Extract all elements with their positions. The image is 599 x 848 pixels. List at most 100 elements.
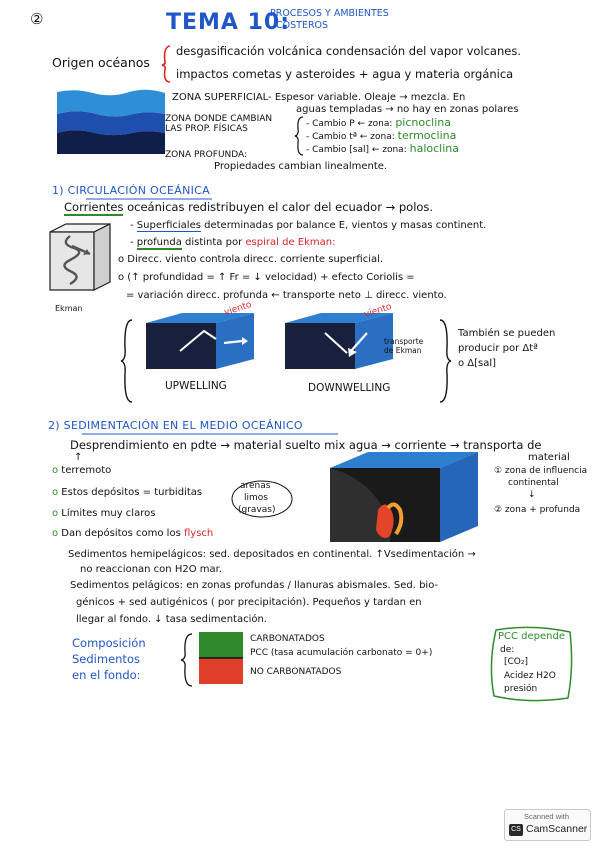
composicion-3: en el fondo: — [72, 668, 141, 682]
flysch-line: o Dan depósitos como los flysch — [52, 528, 213, 539]
profunda-rest: distinta por — [185, 237, 243, 248]
gravas-label: (gravas) — [238, 505, 276, 515]
tambien-2: producir por Δtª — [458, 343, 538, 354]
limites-line: o Límites muy claros — [52, 508, 155, 519]
bullet-dot: o — [52, 487, 62, 498]
turbiditas-text: Estos depósitos = turbiditas — [61, 487, 203, 498]
origin-line2: impactos cometas y asteroides + agua y m… — [176, 67, 514, 81]
page-title: TEMA 10: — [166, 10, 291, 35]
zona-profunda-2-label: ② zona + profunda — [494, 505, 581, 515]
limites-text: Límites muy claros — [61, 508, 156, 519]
ocean-layers-drawing — [57, 89, 165, 154]
corrientes-line: Corrientes oceánicas redistribuyen el ca… — [64, 200, 434, 216]
ekman-spiral-term: espiral de Ekman: — [245, 237, 336, 248]
flysch-prefix: Dan depósitos como los — [61, 528, 181, 539]
cambio-presion-label: - Cambio P ← zona: — [306, 119, 393, 129]
composicion-brace — [180, 633, 193, 687]
terremoto-line: o terremoto — [52, 465, 111, 476]
pcc-line — [199, 657, 243, 659]
zona-profunda-2: Propiedades cambian linealmente. — [214, 161, 388, 172]
turbiditas-circle — [231, 480, 293, 518]
pcc-dependence-outline — [490, 626, 573, 702]
section1-underline — [86, 198, 212, 200]
circulacion-bullet-1: o Direcc. viento controla direcc. corrie… — [118, 254, 384, 265]
origin-label: Origen océanos — [52, 55, 150, 70]
transporte-ekman-1: transporte — [384, 337, 424, 346]
zones-brace — [294, 116, 304, 156]
profunda-line: - profunda distinta por espiral de Ekman… — [130, 237, 336, 250]
composicion-2: Sedimentos — [72, 652, 140, 666]
origin-line1: desgasificación volcánica condensación d… — [176, 44, 521, 58]
camscanner-badge: Scanned with CS CamScanner — [504, 809, 591, 841]
haloclina-term: haloclina — [409, 142, 459, 155]
cambio-presion: - Cambio P ← zona: picnoclina — [306, 116, 451, 129]
title-subtitle-1: PROCESOS Y AMBIENTES — [270, 8, 389, 19]
transporte-ekman-2: de Ekman — [384, 346, 422, 355]
zona-cambian-1: ZONA DONDE CAMBIAN — [165, 114, 273, 124]
bullet-dot: o — [52, 528, 62, 539]
no-carbonatados-label: NO CARBONATADOS — [250, 667, 342, 677]
pcc-depende-1: PCC depende — [498, 631, 566, 642]
title-subtitle-2: COSTEROS — [276, 20, 329, 31]
downwelling-label: DOWNWELLING — [308, 382, 391, 394]
pcc-depende-2: de: — [500, 645, 515, 655]
zona-superficial-2: aguas templadas → no hay en zonas polare… — [296, 104, 519, 115]
corrientes-word: Corrientes — [64, 200, 124, 216]
upwelling-diagram — [146, 313, 254, 369]
pcc-label: PCC (tasa acumulación carbonato = 0+) — [250, 648, 433, 658]
page-number: ② — [30, 10, 44, 28]
cambio-temperatura-label: - Cambio tª ← zona: — [306, 132, 395, 142]
section2-heading: 2) SEDIMENTACIÓN EN EL MEDIO OCEÁNICO — [48, 419, 303, 432]
hemipelagicos-2: no reaccionan con H2O mar. — [80, 564, 222, 575]
desprendimiento-line-b: material — [528, 452, 570, 463]
cambio-temperatura: - Cambio tª ← zona: termoclina — [306, 129, 456, 142]
arenas-label: arenas — [240, 481, 271, 491]
flysch-term: flysch — [183, 528, 214, 539]
zona-influencia-2: continental — [508, 478, 559, 488]
zona-influencia-1: ① zona de influencia — [494, 466, 588, 476]
section1-heading: 1) CIRCULACIÓN OCEÁNICA — [52, 184, 210, 197]
cambio-salinidad: - Cambio [sal] ← zona: haloclina — [306, 142, 459, 155]
limos-label: limos — [244, 493, 268, 503]
turbidite-block-drawing — [330, 452, 478, 542]
circulacion-bullet-2-text: (↑ profundidad = ↑ Fr = ↓ velocidad) + e… — [127, 272, 415, 283]
circulacion-bullet-1-text: Direcc. viento controla direcc. corrient… — [127, 254, 384, 265]
profunda-word: profunda — [136, 237, 182, 250]
bullet-dot: o — [52, 508, 62, 519]
upwelling-label: UPWELLING — [165, 380, 227, 392]
terremoto-text: terremoto — [61, 465, 112, 476]
no-carbonatados-swatch — [199, 658, 243, 684]
composicion-1: Composición — [72, 636, 146, 650]
zona-arrow: ↓ — [528, 490, 536, 500]
carbonatados-swatch — [199, 632, 243, 658]
desprendimiento-line: Desprendimiento en pdte → material suelt… — [70, 438, 542, 452]
pcc-depende-3: [CO₂] — [504, 657, 528, 667]
tambien-1: También se pueden — [458, 328, 556, 339]
bullet-dot: o — [52, 465, 62, 476]
circulacion-bullet-3: = variación direcc. profunda ← transport… — [126, 290, 447, 301]
camscanner-icon: CS — [509, 824, 523, 836]
origin-brace — [161, 45, 171, 83]
zona-cambian-2: LAS PROP. FÍSICAS — [165, 124, 248, 134]
zona-superficial: ZONA SUPERFICIAL- Espesor variable. Olea… — [172, 92, 466, 103]
corrientes-rest: oceánicas redistribuyen el calor del ecu… — [127, 200, 434, 214]
ekman-label: Ekman — [55, 304, 83, 313]
pelagicos-2: génicos + sed autigénicos ( por precipit… — [76, 597, 422, 608]
circulacion-bullet-2: o (↑ profundidad = ↑ Fr = ↓ velocidad) +… — [118, 272, 415, 283]
pelagicos-1: Sedimentos pelágicos: en zonas profundas… — [70, 580, 439, 591]
tambien-3: o Δ[sal] — [458, 358, 497, 369]
terremoto-arrow: ↑ — [74, 452, 83, 463]
superficiales-line: - Superficiales determinadas por balance… — [130, 220, 487, 232]
superficiales-rest: determinadas por balance E, vientos y ma… — [204, 220, 487, 231]
ekman-cube-drawing — [49, 223, 111, 291]
cambio-salinidad-label: - Cambio [sal] ← zona: — [306, 145, 407, 155]
diagrams-right-brace — [439, 319, 452, 403]
camscanner-scanned-with: Scanned with — [524, 812, 570, 821]
picnoclina-term: picnoclina — [395, 116, 451, 129]
pelagicos-3: llegar al fondo. ↓ tasa sedimentación. — [76, 614, 267, 625]
diagrams-left-brace — [120, 319, 133, 403]
carbonatados-label: CARBONATADOS — [250, 634, 325, 644]
turbiditas-line: o Estos depósitos = turbiditas — [52, 487, 202, 498]
hemipelagicos-1: Sedimentos hemipelágicos: sed. depositad… — [68, 549, 476, 560]
zona-profunda-1: ZONA PROFUNDA: — [165, 150, 248, 160]
